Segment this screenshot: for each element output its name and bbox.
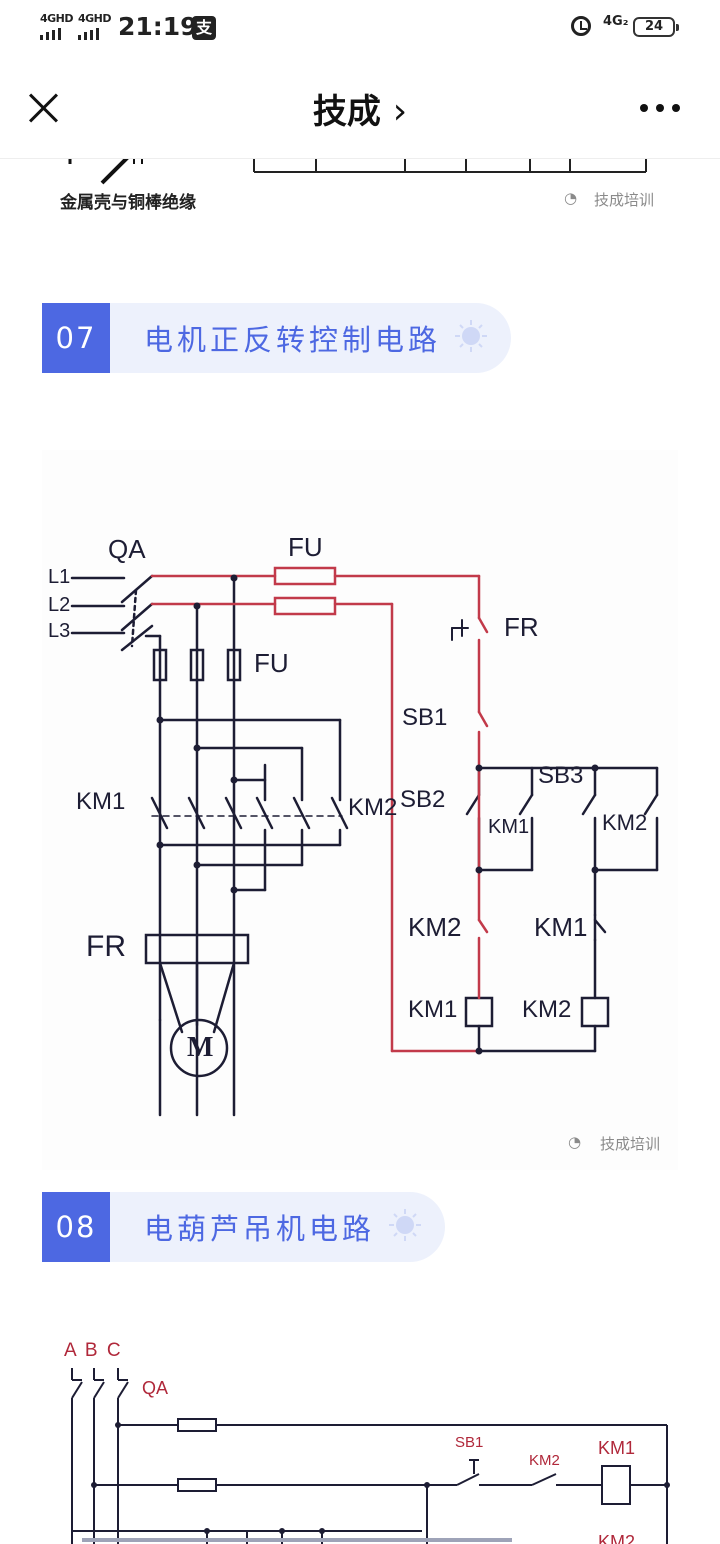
sun-icon: [389, 1209, 422, 1241]
sun-icon: [455, 320, 488, 352]
more-icon[interactable]: [640, 104, 680, 112]
motor-forward-reverse-diagram: QA FU FU L1 L2 L3 FR SB1 SB2 SB3 KM1 KM2…: [42, 450, 678, 1170]
article-content: 金属壳与铜棒绝缘 ◔ 技成培训 07 电机正反转控制电路: [0, 158, 720, 1544]
hoist-circuit-lines: [71, 1368, 670, 1544]
label-l3: L3: [48, 620, 71, 642]
network-indicator: 4G₂: [603, 14, 629, 29]
section-number: 08: [42, 1192, 110, 1262]
watermark-text: 技成培训: [594, 191, 655, 209]
section-title-pill: 电机正反转控制电路: [110, 303, 512, 373]
label-km1-aux: KM1: [488, 816, 530, 838]
clock: 21:19: [118, 12, 198, 41]
section-title-pill: 电葫芦吊机电路: [110, 1192, 446, 1262]
label-l1: L1: [48, 566, 71, 588]
signal-icon-2: [78, 28, 99, 40]
fragment-caption: 金属壳与铜棒绝缘: [60, 193, 196, 213]
label-sb1: SB1: [455, 1434, 484, 1451]
previous-diagram-lines: [68, 158, 647, 185]
alipay-icon: 支: [192, 16, 216, 40]
section-title: 电葫芦吊机电路: [144, 1212, 376, 1246]
wechat-watermark-icon: ◔: [568, 1133, 582, 1151]
label-abc: A B C: [64, 1340, 123, 1361]
label-fr-control: FR: [504, 612, 539, 642]
account-title: 技成: [312, 92, 381, 132]
label-km2-aux: KM2: [602, 810, 648, 835]
motor-symbol: M: [187, 1032, 214, 1063]
label-sb3: SB3: [538, 762, 584, 789]
account-title-link[interactable]: 技成 ›: [0, 84, 720, 133]
signal-label-1: 4GHD: [40, 12, 74, 25]
label-fr-main: FR: [86, 930, 126, 963]
label-fu-top: FU: [288, 532, 323, 562]
status-bar: 4GHD 4GHD 21:19 支 4G₂ 24: [0, 0, 720, 56]
section-header-07: 07 电机正反转控制电路: [42, 303, 512, 373]
section-header-08: 08 电葫芦吊机电路: [42, 1192, 446, 1262]
label-qa: QA: [142, 1378, 169, 1398]
label-km2-nc: KM2: [408, 912, 462, 942]
label-qa: QA: [108, 534, 146, 564]
label-km1-coil: KM1: [408, 996, 458, 1023]
watermark-text: 技成培训: [600, 1135, 661, 1153]
section-title: 电机正反转控制电路: [144, 323, 442, 357]
battery-icon: 24: [633, 17, 679, 37]
previous-diagram-fragment: 金属壳与铜棒绝缘 ◔ 技成培训: [42, 158, 678, 226]
label-km1-coil: KM1: [598, 1438, 636, 1458]
label-km1-nc: KM1: [534, 912, 588, 942]
signal-label-2: 4GHD: [78, 12, 112, 25]
label-sb1: SB1: [402, 704, 448, 731]
alarm-icon: [571, 16, 591, 36]
wechat-watermark-icon: ◔: [564, 189, 578, 207]
hoist-circuit-diagram: A B C QA SB1 KM2 KM1 KM2: [42, 1326, 678, 1544]
label-l2: L2: [48, 594, 71, 616]
label-km2-cut: KM2: [598, 1532, 636, 1544]
section-number: 07: [42, 303, 110, 373]
chevron-right-icon: ›: [392, 91, 408, 132]
label-fu-mid: FU: [254, 648, 289, 678]
nav-bar: 技成 ›: [0, 56, 720, 159]
label-km1-main: KM1: [76, 788, 126, 815]
signal-icon-1: [40, 28, 61, 40]
label-km2: KM2: [529, 1452, 560, 1469]
label-km2-coil: KM2: [522, 996, 572, 1023]
circuit-lines: [70, 566, 659, 1117]
label-km2-main: KM2: [348, 794, 398, 821]
label-sb2: SB2: [400, 786, 446, 813]
